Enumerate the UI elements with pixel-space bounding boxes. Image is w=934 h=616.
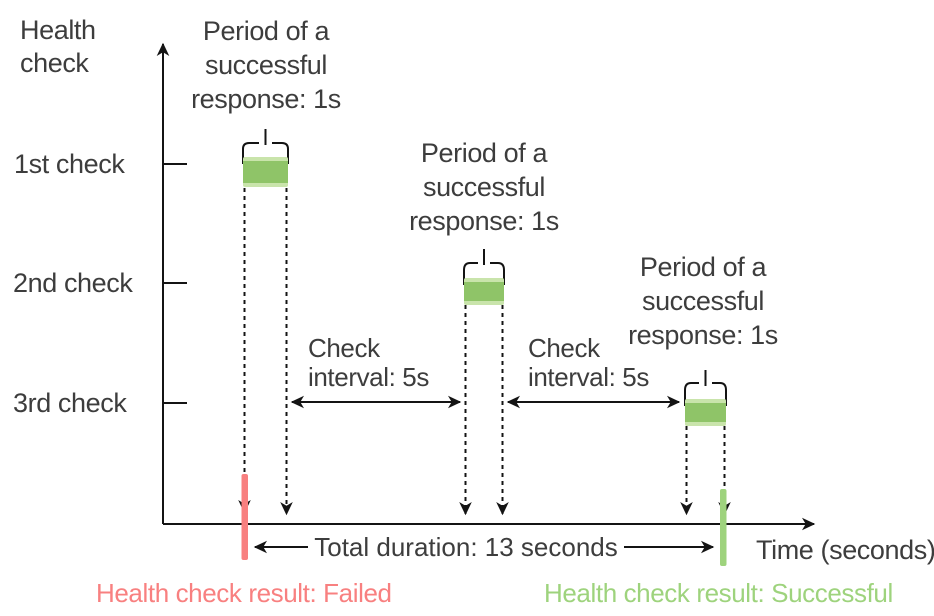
- y-axis-label-line1: Health: [20, 15, 96, 45]
- interval-label-1-line1: Check: [308, 333, 380, 363]
- period-label-3-line3: response: 1s: [628, 320, 778, 350]
- interval-label-2-line1: Check: [528, 333, 600, 363]
- failed-start-marker-bar: [241, 474, 248, 560]
- period-label-3-line2: successful: [641, 286, 765, 316]
- interval-label-2: Check interval: 5s: [528, 334, 649, 392]
- result-successful-caption: Health check result: Successful: [544, 578, 893, 608]
- check-2-capsule: [463, 249, 505, 305]
- tick-label-2nd-check: 2nd check: [13, 268, 133, 298]
- successful-end-marker-bar: [720, 489, 727, 566]
- period-label-3: Period of a successful response: 1s: [593, 250, 813, 352]
- check-1-capsule: [242, 129, 289, 187]
- interval-label-1-line2: interval: 5s: [308, 362, 429, 392]
- period-label-2-line2: successful: [422, 172, 546, 202]
- total-duration-label: Total duration: 13 seconds: [308, 532, 624, 562]
- period-label-1: Period of a successful response: 1s: [156, 14, 376, 116]
- result-failed-caption: Health check result: Failed: [96, 578, 392, 608]
- period-label-1-line3: response: 1s: [191, 84, 341, 114]
- period-label-1-line2: successful: [204, 50, 328, 80]
- check-3-capsule: [684, 370, 727, 426]
- interval-label-1: Check interval: 5s: [308, 334, 429, 392]
- period-label-3-line1: Period of a: [639, 252, 767, 282]
- tick-label-1st-check: 1st check: [14, 149, 125, 179]
- interval-label-2-line2: interval: 5s: [528, 362, 649, 392]
- y-axis-ticks: [163, 163, 187, 404]
- period-label-2-line1: Period of a: [420, 138, 548, 168]
- period-label-2-line3: response: 1s: [409, 206, 559, 236]
- x-axis-label: Time (seconds): [756, 535, 934, 565]
- y-axis-label: Health check: [20, 14, 96, 80]
- period-label-1-line1: Period of a: [202, 16, 330, 46]
- period-label-2: Period of a successful response: 1s: [374, 136, 594, 238]
- tick-label-3rd-check: 3rd check: [13, 388, 127, 418]
- total-duration-label-wrap: Total duration: 13 seconds: [308, 532, 624, 562]
- y-axis-label-line2: check: [20, 48, 89, 78]
